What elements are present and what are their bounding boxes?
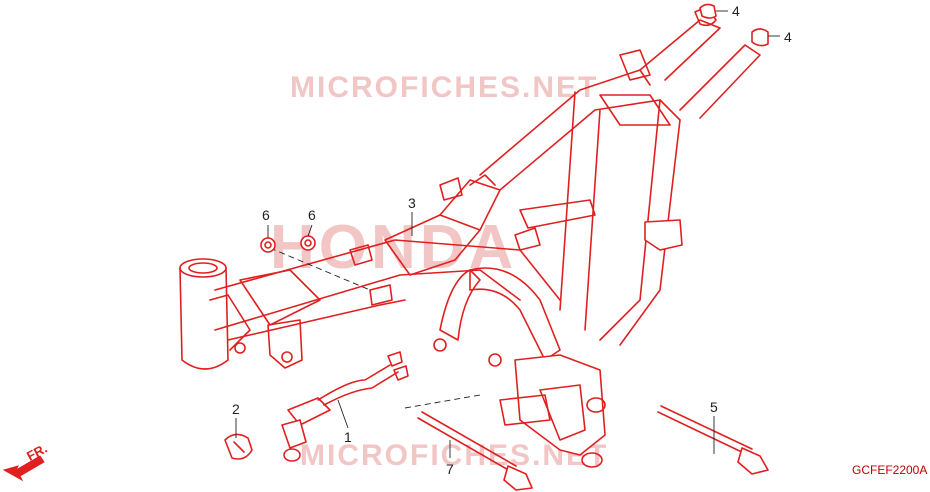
cap-item-2[interactable] [224, 433, 253, 460]
frame-body[interactable] [179, 8, 761, 468]
callout-5: 5 [710, 399, 718, 415]
callout-3: 3 [408, 195, 416, 211]
nut-item-6a[interactable] [260, 237, 276, 253]
callout-4b: 4 [784, 29, 792, 45]
arrow-left-icon [2, 455, 45, 482]
alignment-line [404, 394, 481, 409]
switch-item-1[interactable] [281, 351, 409, 462]
watermark-top: MICROFICHES.NET [290, 71, 598, 104]
cap-item-4b[interactable] [751, 28, 769, 47]
cap-item-4a[interactable] [699, 3, 717, 19]
alignment-line [269, 247, 371, 291]
callout-1: 1 [344, 429, 352, 445]
diagram-code: GCFEF2200A [852, 463, 927, 477]
callout-4a: 4 [732, 3, 740, 19]
direction-label: FR. [24, 441, 50, 464]
front-direction-indicator: FR. [2, 441, 50, 482]
callout-6b: 6 [308, 207, 316, 223]
bolt-item-7[interactable] [417, 411, 533, 491]
bolt-item-5[interactable] [657, 405, 769, 475]
callout-2: 2 [232, 401, 240, 417]
callout-7: 7 [446, 461, 454, 477]
callout-6a: 6 [262, 207, 270, 223]
leader-lines [235, 10, 780, 458]
nut-item-6b[interactable] [300, 235, 316, 251]
